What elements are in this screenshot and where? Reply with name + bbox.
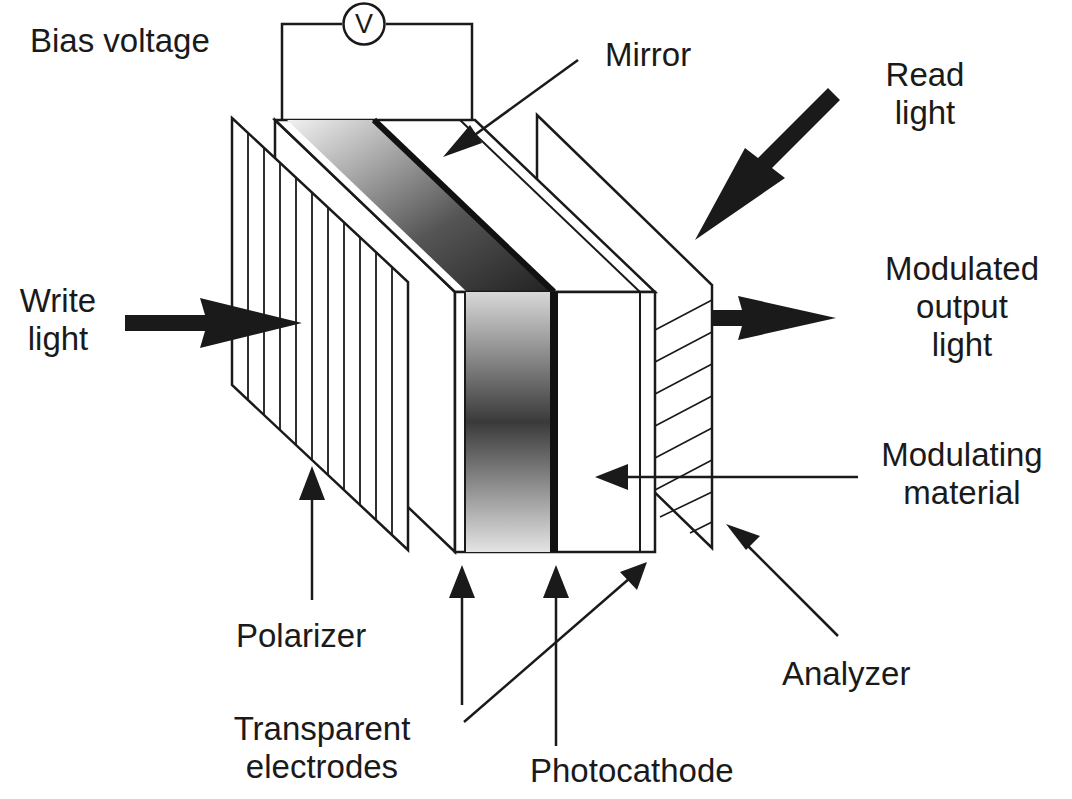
light-arrow: [125, 88, 840, 348]
polarizer-plate: [232, 118, 408, 550]
part-label: Modulating material: [881, 436, 1042, 512]
part-label: Photocathode: [530, 752, 734, 790]
part-label: Modulated output light: [885, 250, 1039, 364]
meter-letter: V: [355, 9, 373, 40]
part-label: Write light: [20, 282, 96, 358]
leader-line: [312, 60, 858, 746]
arrowhead: [299, 125, 760, 598]
part-label: Bias voltage: [30, 22, 210, 60]
part-label: Mirror: [605, 36, 691, 74]
part-label: Read light: [886, 56, 965, 132]
part-label: Polarizer: [236, 617, 366, 655]
voltmeter-symbol: V: [342, 2, 386, 46]
part-label: Transparent electrodes: [234, 710, 411, 786]
part-label: Analyzer: [782, 655, 910, 693]
